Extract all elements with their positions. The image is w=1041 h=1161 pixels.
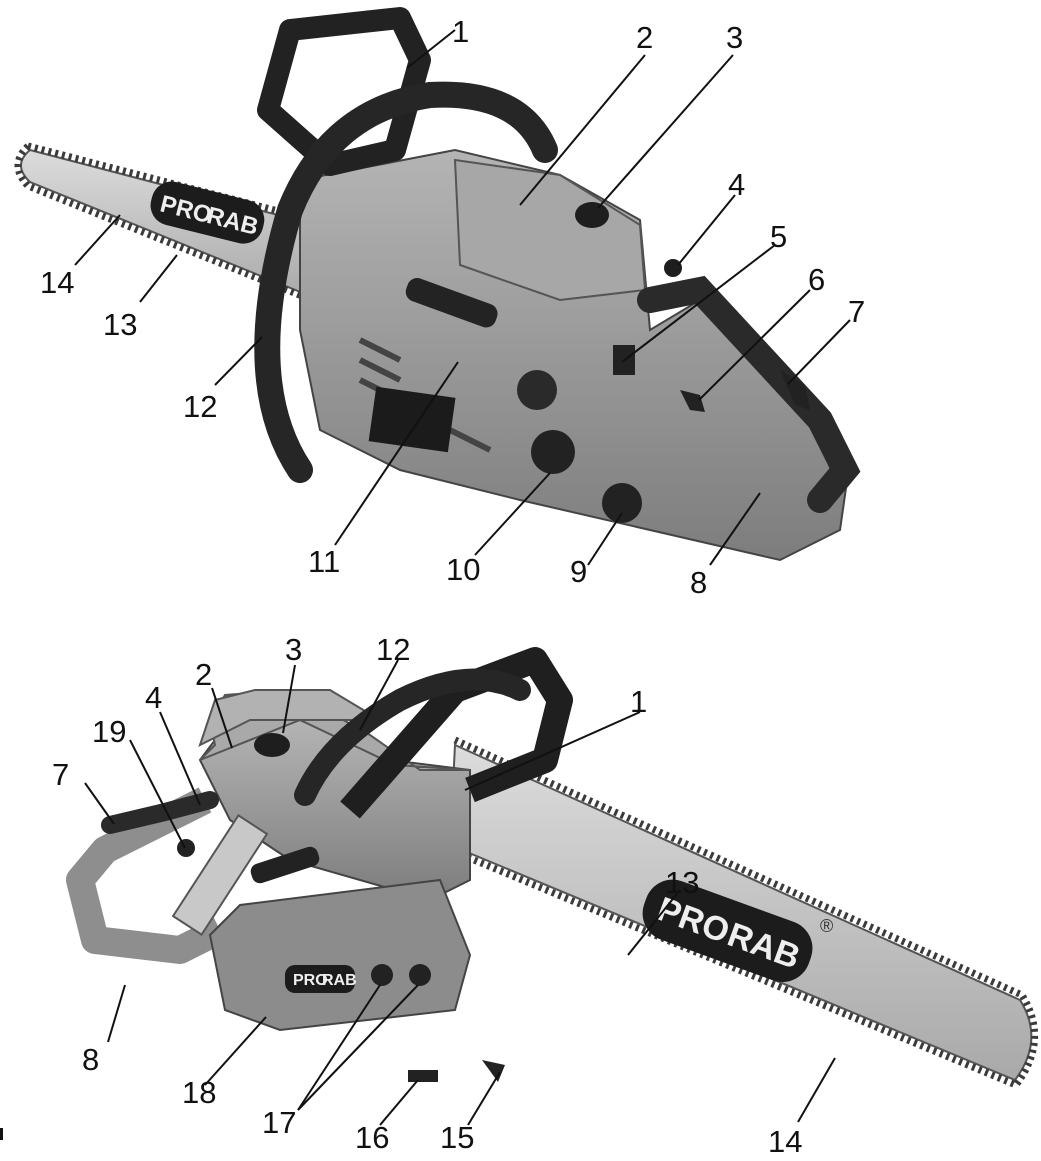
edge-mark bbox=[0, 1128, 3, 1140]
bottom-cover-logo-rab: RAB bbox=[322, 972, 357, 989]
bottom-leader-lines bbox=[84, 659, 836, 1126]
top-choke-knob bbox=[517, 370, 557, 410]
top-bar-logo: PRO RAB bbox=[150, 181, 265, 244]
callout-top-9: 9 bbox=[570, 554, 587, 589]
bottom-chainsaw-view: PRO RAB ® PRO RAB bbox=[52, 632, 1039, 1159]
callout-bottom-3: 3 bbox=[285, 632, 302, 667]
bottom-front-handle bbox=[340, 647, 573, 819]
callout-bottom-2: 2 bbox=[195, 657, 212, 692]
callout-top-12: 12 bbox=[183, 389, 217, 424]
bottom-bar-nut-1 bbox=[371, 964, 393, 986]
top-oil-cap bbox=[602, 483, 642, 523]
callout-top-6: 6 bbox=[808, 262, 825, 297]
top-guide-bar: PRO RAB bbox=[14, 142, 337, 308]
callout-top-10: 10 bbox=[446, 552, 480, 587]
bottom-chain-tensioner bbox=[408, 1070, 438, 1082]
callout-top-8: 8 bbox=[690, 565, 707, 600]
callout-top-1: 1 bbox=[452, 14, 469, 49]
callout-top-4: 4 bbox=[728, 167, 745, 202]
callout-top-14: 14 bbox=[40, 265, 74, 300]
top-rating-plate bbox=[368, 386, 456, 453]
bottom-logo-registered: ® bbox=[820, 916, 833, 936]
callout-bottom-7: 7 bbox=[52, 757, 69, 792]
bottom-guide-bar: PRO RAB ® bbox=[448, 736, 1039, 1090]
callout-top-7: 7 bbox=[848, 294, 865, 329]
top-tubular-handle bbox=[254, 81, 558, 483]
callout-bottom-1: 1 bbox=[630, 684, 647, 719]
top-starter-grip bbox=[405, 278, 498, 328]
bottom-cover-knob bbox=[254, 733, 290, 757]
callout-bottom-15: 15 bbox=[440, 1120, 474, 1155]
bottom-bar-logo: PRO RAB ® bbox=[642, 879, 833, 982]
bottom-chain-catcher bbox=[482, 1060, 505, 1082]
bottom-sprocket-cover bbox=[208, 878, 472, 1032]
bottom-pinion-fitting bbox=[177, 839, 195, 857]
bottom-starter-grip bbox=[250, 846, 320, 884]
callout-bottom-4: 4 bbox=[145, 680, 162, 715]
callout-top-3: 3 bbox=[726, 20, 743, 55]
top-engine-housing bbox=[299, 148, 852, 562]
bottom-callouts: 1 2 3 4 7 8 12 13 14 15 16 17 18 19 bbox=[52, 632, 802, 1159]
top-callouts: 1 2 3 4 5 6 7 8 9 10 11 12 13 14 bbox=[40, 14, 865, 600]
callout-bottom-16: 16 bbox=[355, 1120, 389, 1155]
top-primer bbox=[664, 259, 682, 277]
top-throttle-trigger bbox=[680, 390, 705, 412]
bottom-bar-nut-2 bbox=[409, 964, 431, 986]
callout-top-2: 2 bbox=[636, 20, 653, 55]
callout-bottom-13: 13 bbox=[665, 865, 699, 900]
bottom-air-filter-cover bbox=[198, 689, 384, 747]
top-fuel-cap bbox=[531, 430, 575, 474]
bottom-rear-grip bbox=[101, 791, 219, 834]
callout-bottom-8: 8 bbox=[82, 1042, 99, 1077]
bottom-cover-logo: PRO RAB bbox=[285, 965, 357, 993]
callout-bottom-19: 19 bbox=[92, 714, 126, 749]
top-rear-handle bbox=[637, 275, 861, 513]
callout-bottom-12: 12 bbox=[376, 632, 410, 667]
callout-bottom-17: 17 bbox=[262, 1105, 296, 1140]
callout-bottom-18: 18 bbox=[182, 1075, 216, 1110]
top-chainsaw-view: PRO RAB bbox=[14, 7, 865, 600]
bottom-rear-handle bbox=[66, 787, 227, 964]
callout-top-5: 5 bbox=[770, 219, 787, 254]
bottom-brake-lever bbox=[171, 814, 269, 936]
top-leader-lines bbox=[74, 29, 851, 566]
bottom-cover-logo-pro: PRO bbox=[293, 972, 328, 989]
callout-top-13: 13 bbox=[103, 307, 137, 342]
callout-top-11: 11 bbox=[308, 544, 340, 579]
callout-bottom-14: 14 bbox=[768, 1124, 802, 1159]
top-throttle-lockout bbox=[780, 370, 810, 410]
bottom-tubular-handle bbox=[294, 668, 531, 806]
top-cover-knob bbox=[575, 202, 609, 228]
